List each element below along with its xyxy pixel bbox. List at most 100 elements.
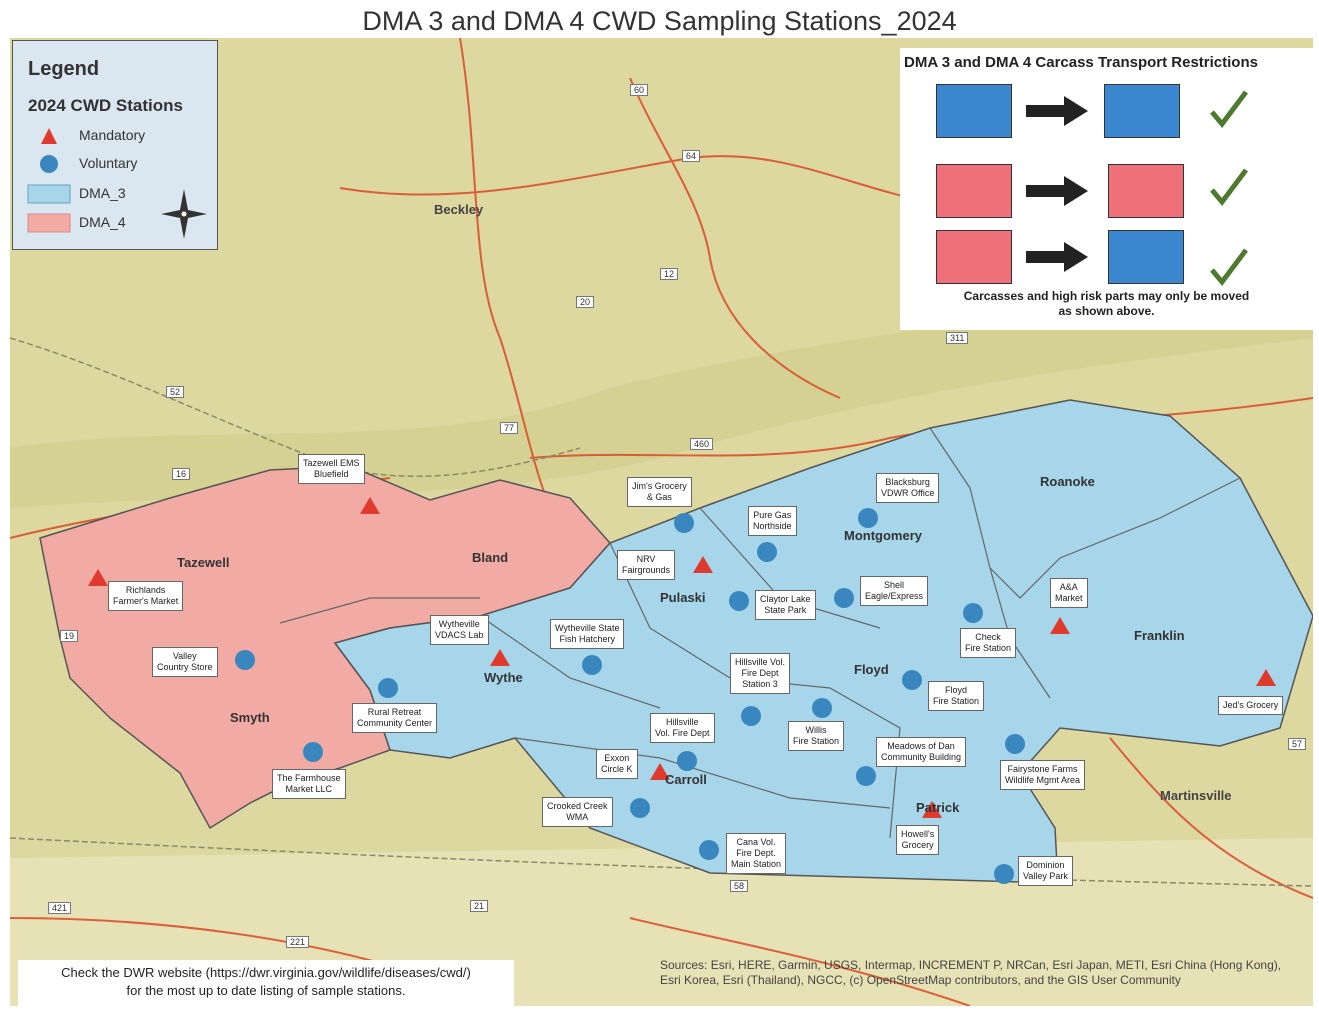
mandatory-station-marker-a-a-market[interactable] — [1050, 617, 1070, 634]
station-label-line: Hillsville Vol. — [735, 657, 786, 667]
voluntary-station-marker-hillsville-vol-fire-dept-station-3[interactable] — [741, 706, 761, 726]
station-label-line: Eagle/Express — [865, 591, 924, 601]
station-label-line: Check — [975, 632, 1001, 642]
station-label-line: WMA — [566, 812, 589, 822]
voluntary-station-marker-rural-retreat-community-center[interactable] — [378, 678, 398, 698]
voluntary-station-marker-willis-fire-station[interactable] — [812, 698, 832, 718]
voluntary-station-marker-jim-s-grocery-gas[interactable] — [674, 513, 694, 533]
county-label-roanoke: Roanoke — [1040, 474, 1095, 489]
station-label-jim-s-grocery-gas[interactable]: Jim's Grocery& Gas — [627, 477, 692, 507]
to-dma3-box — [1104, 84, 1180, 138]
voluntary-station-marker-hillsville-vol-fire-dept[interactable] — [677, 751, 697, 771]
dwr-note-line: Check the DWR website (https://dwr.virgi… — [61, 965, 471, 980]
mandatory-station-marker-nrv-fairgrounds[interactable] — [693, 556, 713, 573]
station-label-line: Fairgrounds — [622, 565, 671, 575]
station-label-line: Fire Station — [933, 696, 980, 706]
voluntary-station-marker-crooked-creek-wma[interactable] — [630, 798, 650, 818]
station-label-line: Market LLC — [285, 784, 333, 794]
voluntary-station-marker-dominion-valley-park[interactable] — [994, 864, 1014, 884]
voluntary-station-marker-cana-vol-fire-dept-main-station[interactable] — [699, 840, 719, 860]
station-label-line: Valley Park — [1023, 871, 1068, 881]
county-label-bland: Bland — [472, 550, 509, 565]
station-label-line: Valley — [172, 651, 197, 661]
legend-item-label: Mandatory — [79, 127, 146, 143]
legend-item-label: DMA_3 — [79, 185, 126, 201]
voluntary-station-marker-valley-country-store[interactable] — [235, 650, 255, 670]
station-label-line: Farmer's Market — [113, 596, 179, 606]
station-label-cana-vol-fire-dept-main-station[interactable]: Cana Vol.Fire Dept.Main Station — [726, 833, 787, 874]
station-label-jed-s-grocery[interactable]: Jed's Grocery — [1218, 696, 1284, 715]
mandatory-station-marker-jed-s-grocery[interactable] — [1256, 669, 1276, 686]
mandatory-station-marker-exxon-circle-k[interactable] — [650, 763, 670, 780]
checkmark-icon — [1210, 90, 1248, 129]
station-label-line: State Park — [764, 605, 807, 615]
checkmark-icon — [1210, 168, 1248, 207]
restrictions-note-line: Carcasses and high risk parts may only b… — [963, 289, 1250, 303]
from-dma4-box — [936, 230, 1012, 284]
voluntary-station-marker-check-fire-station[interactable] — [963, 603, 983, 623]
station-label-line: Main Station — [731, 859, 782, 869]
county-label-smyth: Smyth — [230, 710, 270, 725]
station-label-line: Wytheville State — [555, 623, 620, 633]
city-label-martinsville: Martinsville — [1160, 788, 1232, 803]
voluntary-station-marker-meadows-of-dan-community-building[interactable] — [856, 766, 876, 786]
map-canvas[interactable]: Legend 2024 CWD Stations Mandatory Volun… — [10, 38, 1313, 1008]
mandatory-station-marker-tazewell-ems-bluefield[interactable] — [360, 497, 380, 514]
voluntary-station-marker-claytor-lake-state-park[interactable] — [729, 591, 749, 611]
route-shield: 52 — [166, 386, 185, 398]
voluntary-station-marker-shell-eagle-express[interactable] — [834, 588, 854, 608]
route-shield: 221 — [286, 936, 310, 948]
voluntary-station-marker-blacksburg-vdwr-office[interactable] — [858, 508, 878, 528]
voluntary-station-marker-pure-gas-northside[interactable] — [757, 542, 777, 562]
mandatory-station-marker-howell-s-grocery[interactable] — [922, 801, 942, 818]
legend-item-voluntary: Voluntary — [27, 153, 167, 175]
station-label-line: Exxon — [604, 753, 630, 763]
station-label-line: Fire Station — [965, 643, 1012, 653]
voluntary-station-marker-the-farmhouse-market-llc[interactable] — [303, 742, 323, 762]
station-label-line: Wildlife Mgmt Area — [1005, 775, 1081, 785]
county-label-patrick: Patrick — [916, 800, 960, 815]
map-sources: Sources: Esri, HERE, Garmin, USGS, Inter… — [660, 958, 1282, 987]
station-label-line: Claytor Lake — [760, 594, 811, 604]
station-label-line: Tazewell EMS — [303, 458, 360, 468]
voluntary-station-marker-floyd-fire-station[interactable] — [902, 670, 922, 690]
mandatory-station-marker-wytheville-vdacs-lab[interactable] — [490, 649, 510, 666]
mandatory-station-marker-richlands-farmer-s-market[interactable] — [88, 569, 108, 586]
legend-item-dma4: DMA_4 — [27, 212, 167, 234]
voluntary-station-marker-fairystone-farms-wildlife-mgmt-area[interactable] — [1005, 734, 1025, 754]
station-label-line: Circle K — [601, 764, 633, 774]
station-label-line: Willis — [805, 725, 827, 735]
station-label-line: Station 3 — [742, 679, 778, 689]
arrow-right-icon — [1026, 96, 1088, 126]
basemap-ridge — [10, 278, 1313, 508]
route-shield: 64 — [682, 150, 701, 162]
voluntary-station-marker-wytheville-state-fish-hatchery[interactable] — [582, 655, 602, 675]
route-shield: 21 — [470, 900, 489, 912]
arrow-right-icon — [1026, 242, 1088, 272]
station-label-line: Vol. Fire Dept — [655, 728, 710, 738]
